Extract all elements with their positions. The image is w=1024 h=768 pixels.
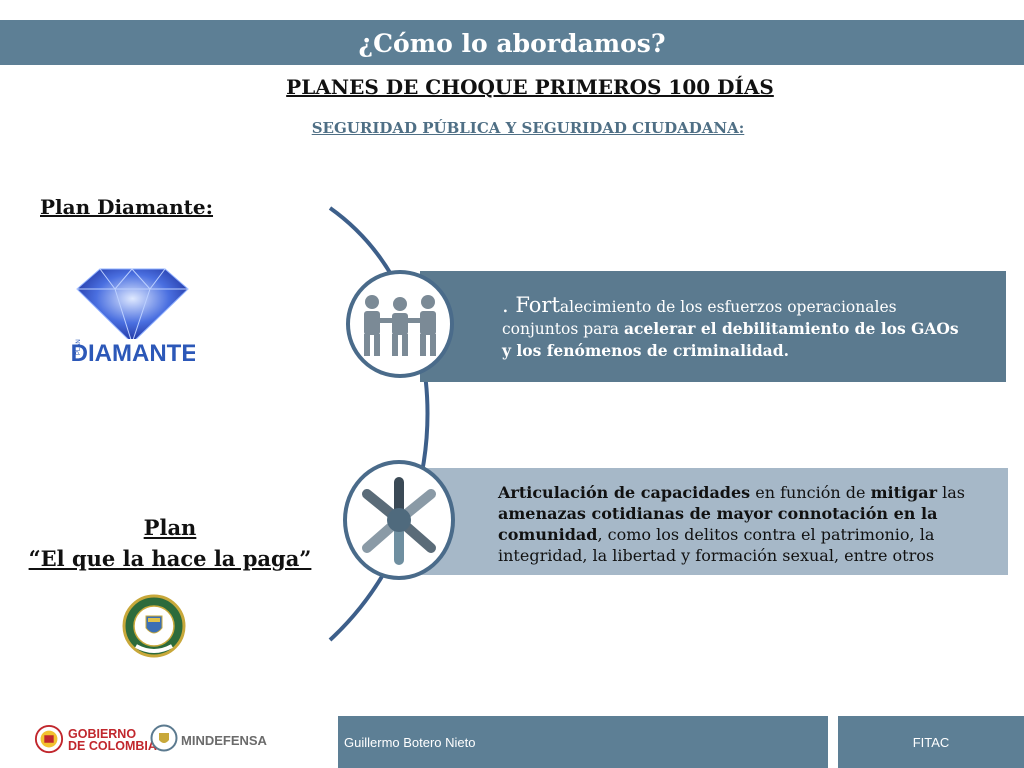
- mindefensa-seal-icon: [150, 724, 178, 752]
- plan-paga-label-line2: “El que la hace la paga”: [28, 546, 312, 571]
- plan-diamante-label: Plan Diamante:: [40, 195, 214, 219]
- title-bar: [0, 20, 1024, 65]
- diamante-logo-icon: DIAMANTE PLAN: [71, 268, 195, 367]
- plan-paga-label-line1: Plan: [143, 515, 197, 540]
- item-box-1: [420, 271, 1006, 382]
- footer-org: FITAC: [912, 735, 950, 750]
- item-text-1: . Fortalecimiento de los esfuerzos opera…: [502, 293, 959, 361]
- page-title: ¿Cómo lo abordamos?: [358, 29, 666, 58]
- footer-author: Guillermo Botero Nieto: [344, 735, 476, 750]
- diamante-logo-small-text: PLAN: [76, 339, 82, 355]
- police-emblem-icon: [122, 594, 186, 658]
- section-heading: PLANES DE CHOQUE PRIMEROS 100 DÍAS: [286, 75, 774, 99]
- joined-hands-icon: [362, 477, 436, 565]
- section-subheading: SEGURIDAD PÚBLICA Y SEGURIDAD CIUDADANA:: [311, 119, 745, 137]
- item-text-2: Articulación de capacidades en función d…: [498, 483, 965, 565]
- plan-paga-label: Plan “El que la hace la paga”: [0, 512, 340, 574]
- gobierno-colombia-logo-icon: [34, 724, 64, 754]
- police-arrest-icon: [364, 295, 436, 356]
- item-circle-2: [343, 460, 455, 580]
- diamante-logo-text: DIAMANTE: [71, 340, 195, 367]
- mindefensa-text: MINDEFENSA: [181, 733, 267, 748]
- item-box-2: [420, 468, 1008, 575]
- footer-author-bar: [338, 716, 828, 768]
- gobierno-colombia-text: GOBIERNO DE COLOMBIA: [68, 727, 157, 753]
- item-circle-1: [346, 270, 454, 378]
- footer-org-bar: [838, 716, 1024, 768]
